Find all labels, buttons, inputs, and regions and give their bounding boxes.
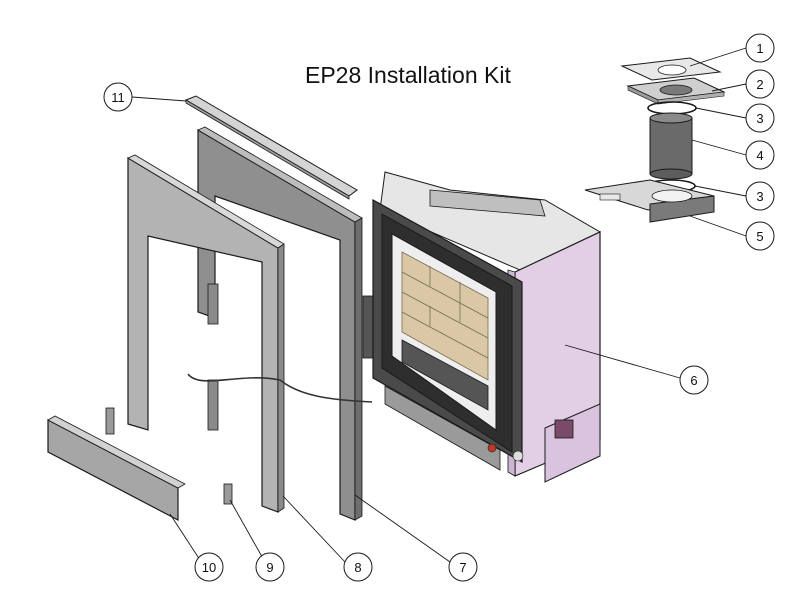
part-6-fireplace-body [372,171,602,483]
callout-10: 10 [194,552,224,582]
part-1-top-plate [620,57,722,81]
part-4-flue-pipe [649,112,693,180]
part-11-top-trim [184,95,358,200]
callout-2: 2 [745,69,775,99]
part-7-rear-surround [197,126,374,521]
diagram-title: EP28 Installation Kit [305,62,511,88]
part-2-flange-plate [626,77,726,105]
callout-9: 9 [255,552,285,582]
callout-3-lower: 3 [745,181,775,211]
wiring-cable [187,373,373,403]
svg-text:5: 5 [756,229,763,244]
svg-text:3: 3 [756,189,763,204]
callout-7: 7 [448,552,478,582]
callout-1: 1 [745,33,775,63]
part-5-base-adapter [584,179,715,223]
svg-text:4: 4 [756,148,763,163]
part-3-upper-ring [647,101,697,115]
callout-6: 6 [679,365,709,395]
callout-3-upper: 3 [745,103,775,133]
part-9-clip [223,483,233,505]
part-8-front-surround [127,154,285,513]
callout-4: 4 [745,140,775,170]
svg-text:11: 11 [111,90,125,105]
svg-text:3: 3 [756,111,763,126]
svg-text:6: 6 [690,373,697,388]
part-10-bottom-trim [47,415,186,521]
callout-8: 8 [343,552,373,582]
svg-text:7: 7 [459,560,466,575]
svg-text:2: 2 [756,77,763,92]
svg-text:8: 8 [354,560,361,575]
svg-text:10: 10 [202,560,216,575]
callout-11: 11 [103,82,133,112]
leader-lines [131,47,747,563]
svg-text:9: 9 [266,560,273,575]
svg-text:1: 1 [756,41,763,56]
side-bracket [105,407,115,435]
callout-5: 5 [745,221,775,251]
